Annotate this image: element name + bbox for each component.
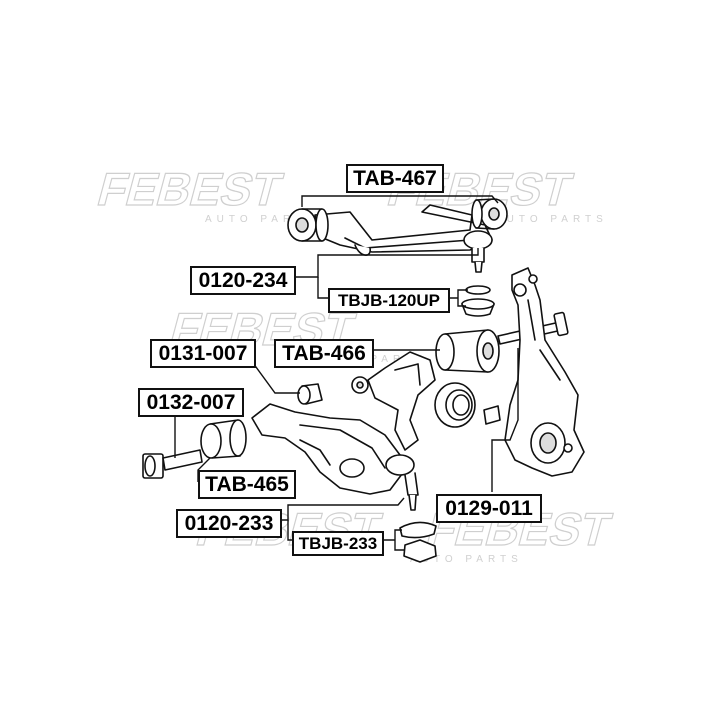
label-0131-007: 0131-007 <box>150 339 256 368</box>
upper-ball-joint-boot <box>461 285 495 317</box>
tab465-bushing <box>200 419 247 459</box>
mount-bracket <box>367 351 436 451</box>
label-0120-234: 0120-234 <box>190 266 296 295</box>
label-0132-007: 0132-007 <box>138 388 244 417</box>
tab466-bushing <box>435 329 500 373</box>
upper-bushing-right <box>471 198 508 230</box>
seal-ring <box>434 382 476 428</box>
upper-control-arm <box>314 204 493 256</box>
label-tab-465: TAB-465 <box>198 470 296 499</box>
leader-lines <box>174 195 519 551</box>
lower-ball-joint-boot <box>399 521 437 563</box>
cam-bolt <box>142 449 203 479</box>
label-0120-233: 0120-233 <box>176 509 282 538</box>
small-bushing <box>297 383 323 405</box>
label-tab-467: TAB-467 <box>346 164 444 193</box>
label-tbjb-233: TBJB-233 <box>292 531 384 556</box>
steering-knuckle <box>504 267 585 477</box>
watermark-subtext: AUTO PARTS <box>410 554 523 565</box>
watermark-subtext: AUTO PARTS <box>495 214 608 225</box>
small-nut <box>483 405 501 425</box>
upper-bushing-left <box>287 208 329 242</box>
watermark-subtext: AUTO PARTS <box>205 214 318 225</box>
label-tbjb-120up: TBJB-120UP <box>328 288 450 313</box>
label-tab-466: TAB-466 <box>274 339 374 368</box>
washer <box>351 376 369 394</box>
watermark-layer: FEBEST FEBEST FEBEST FEBEST FEBEST <box>92 163 618 555</box>
lower-ball-joint <box>385 454 419 511</box>
label-0129-011: 0129-011 <box>436 494 542 523</box>
lower-control-arm <box>251 403 406 495</box>
watermark-brand: FEBEST <box>92 164 287 215</box>
